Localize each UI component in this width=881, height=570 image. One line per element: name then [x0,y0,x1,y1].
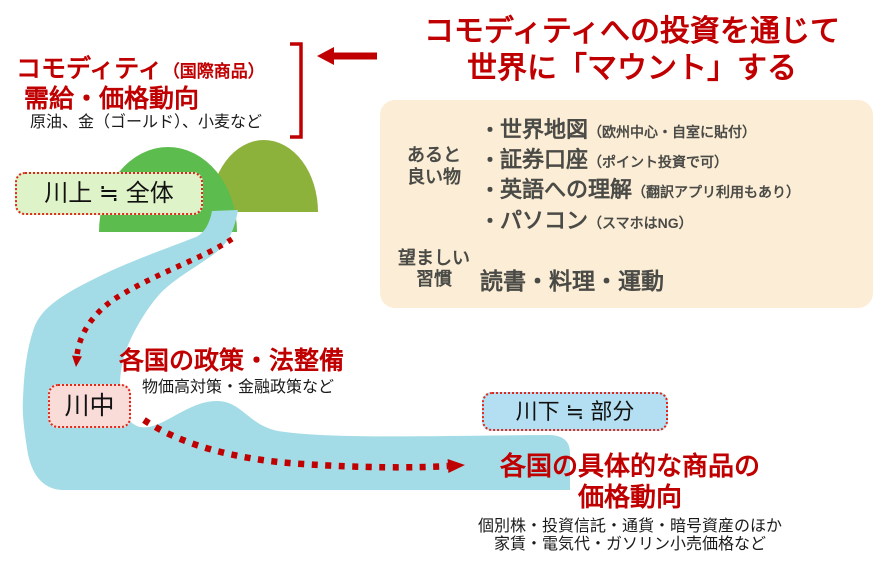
item-name: 世界地図 [500,117,589,142]
group2-label-line1: 望ましい [398,248,470,268]
downstream-block: 各国の具体的な商品の 価格動向 個別株・投資信託・通貨・暗号資産のほか 家賃・電… [445,451,815,554]
hill-right [210,140,318,212]
downstream-examples-line2: 家賃・電気代・ガソリン小売価格など [493,536,766,553]
upstream-heading-sub: （国際商品） [162,62,265,81]
item-note: （翻訳アプリ利用もあり） [632,184,801,200]
checklist-item: ・パソコン（スマホはNG） [480,203,693,235]
midstream-label: 川中 [48,384,131,428]
item-note: （スマホはNG） [588,215,693,231]
downstream-examples-line1: 個別株・投資信託・通貨・暗号資産のほか [477,518,782,535]
title-line2: 世界に「マウント」する [467,52,797,85]
upstream-heading-line2: 需給・価格動向 [24,85,200,113]
checklist-item: ・証券口座（ポイント投資で可） [480,142,728,174]
bullet-icon: ・ [480,150,500,172]
upstream-label: 川上 ≒ 全体 [15,172,203,215]
title-line1: コモディティへの投資を通じて [423,15,841,48]
bullet-icon: ・ [480,120,500,142]
group2-label: 望ましい 習慣 [388,248,480,290]
group2-value: 読書・料理・運動 [480,268,664,294]
page-title: コモディティへの投資を通じて 世界に「マウント」する [383,13,881,87]
item-note: （欧州中心・自室に貼付） [588,124,757,140]
group2-label-line2: 習慣 [416,269,452,289]
group1-label: あると 良い物 [396,144,472,188]
group1-label-line1: あると [407,145,461,165]
item-note: （ポイント投資で可） [588,154,729,170]
upstream-examples: 原油、金（ゴールド）、小麦など [30,114,263,131]
upstream-heading-main: コモディティ [16,55,163,83]
midstream-examples: 物価高対策・金融政策など [142,379,335,396]
downstream-label: 川下 ≒ 部分 [482,392,668,431]
checklist-item: ・世界地図（欧州中心・自室に貼付） [480,112,756,144]
river-shape [22,210,571,490]
item-name: パソコン [500,208,589,233]
midstream-heading: 各国の政策・法整備 [119,347,345,375]
dotted-arrow-midstream-to-downstream-icon [142,417,465,473]
downstream-heading-line2: 価格動向 [577,482,682,512]
bullet-icon: ・ [480,180,500,202]
group1-label-line2: 良い物 [407,167,461,187]
item-name: 証券口座 [500,147,589,172]
upstream-heading: コモディティ（国際商品） [16,49,265,85]
checklist-item: ・英語への理解（翻訳アプリ利用もあり） [480,172,800,204]
bullet-icon: ・ [480,211,500,233]
downstream-heading-line1: 各国の具体的な商品の [499,451,760,481]
item-name: 英語への理解 [500,177,633,202]
bracket-icon [290,42,303,139]
checklist-panel: あると 良い物 ・世界地図（欧州中心・自室に貼付） ・証券口座（ポイント投資で可… [380,100,873,308]
downstream-examples: 個別株・投資信託・通貨・暗号資産のほか 家賃・電気代・ガソリン小売価格など [445,518,815,554]
